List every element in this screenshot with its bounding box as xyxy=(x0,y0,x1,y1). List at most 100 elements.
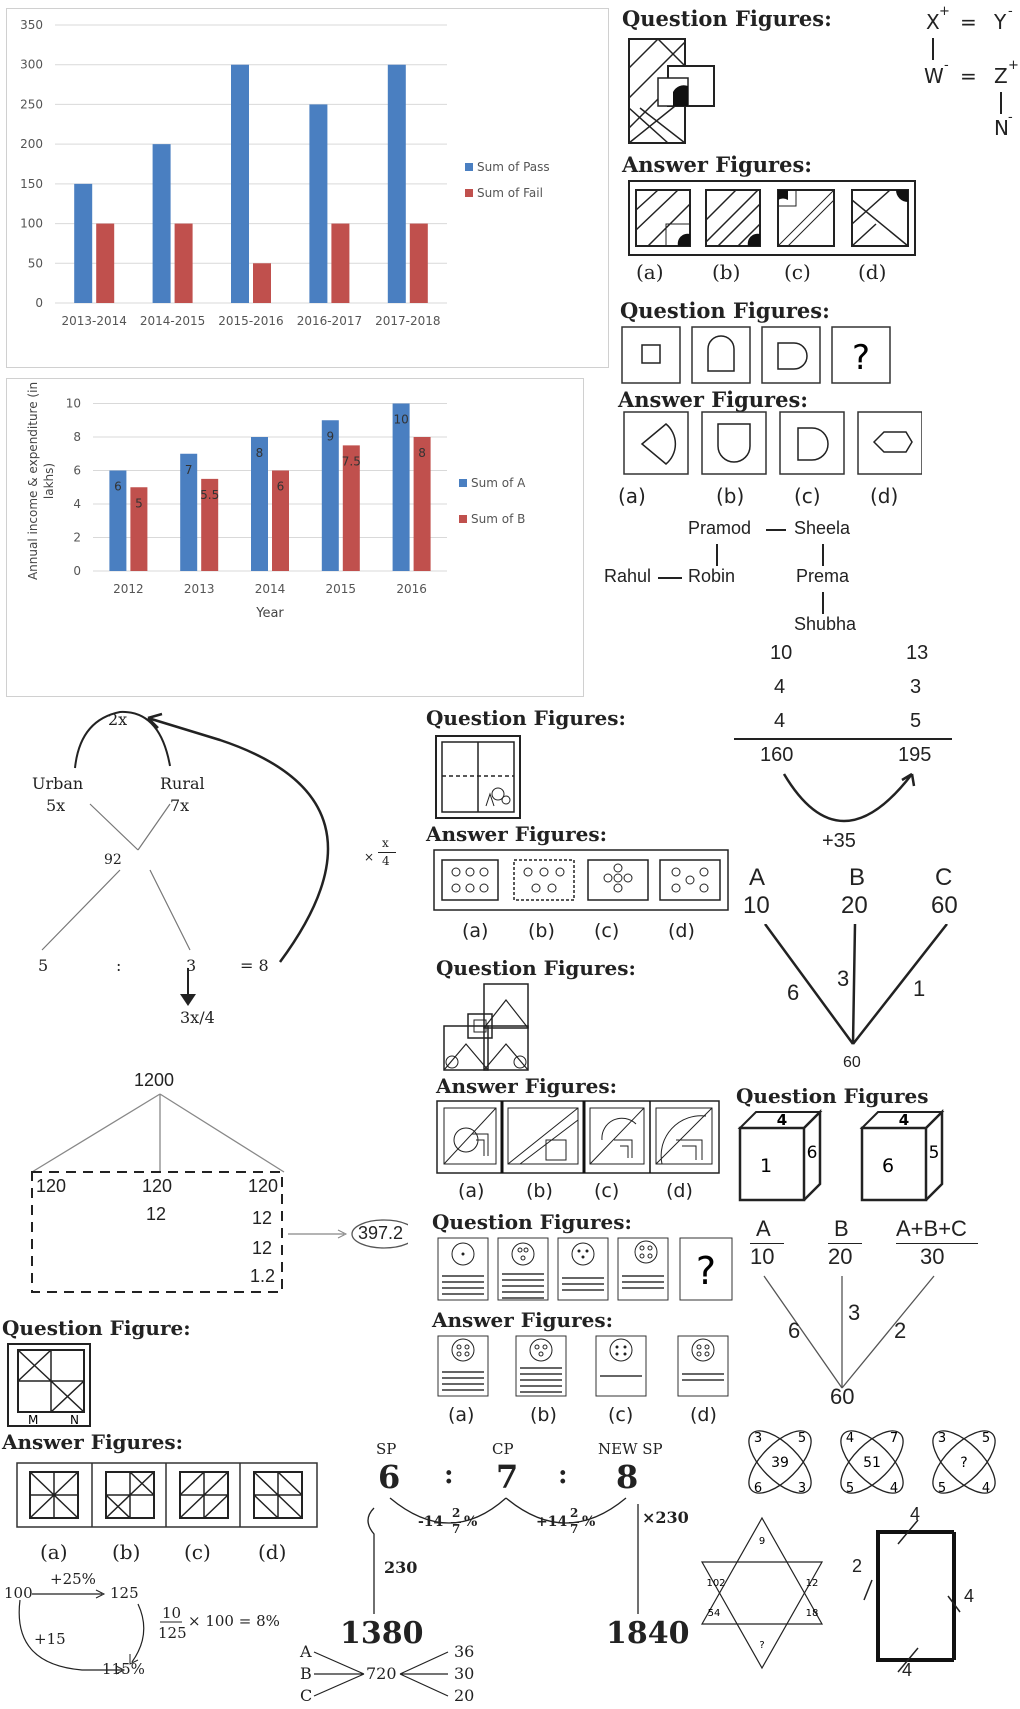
bar-sum-of-pass xyxy=(309,104,328,303)
petal-right-value: 5 xyxy=(798,1431,806,1446)
answer-4c xyxy=(589,1107,645,1165)
bar-sum-of-fail xyxy=(253,263,271,303)
af5-c xyxy=(595,1335,647,1397)
abc-720-diagram: A B C 720 36 30 20 xyxy=(300,1642,475,1705)
answer-figures-heading-1: Answer Figures: xyxy=(622,152,813,177)
cube-2-side-face: 5 xyxy=(929,1143,940,1163)
bar-sum-of-a xyxy=(321,420,339,571)
star-top-value: 9 xyxy=(759,1536,765,1547)
y-tick-label: 300 xyxy=(20,58,43,72)
data-label: 5.5 xyxy=(200,488,219,502)
legend-label: Sum of Pass xyxy=(477,160,550,174)
x-tick-label: 2013-2014 xyxy=(61,314,126,328)
option-c-3: (c) xyxy=(594,920,620,942)
option-d-1: (d) xyxy=(858,260,887,284)
percent-change-diagram: 100 +25% 125 +15 115% 10 125 × 100 = 8% xyxy=(4,1570,280,1678)
cube-2-front-face: 6 xyxy=(882,1155,894,1177)
data-label: 8 xyxy=(418,446,426,460)
data-label: 6 xyxy=(277,480,285,494)
answer-figures-1 xyxy=(628,180,916,256)
y-tick-label: 10 xyxy=(66,397,81,411)
abc-sum-tree: A 10 B 20 A+B+C 30 6 3 2 60 xyxy=(744,1216,984,1409)
bar-sum-of-fail xyxy=(96,223,115,303)
bar-sum-of-b xyxy=(342,445,360,571)
option-a-4: (a) xyxy=(458,1180,485,1202)
option-b-2: (b) xyxy=(716,484,745,508)
data-label: 7 xyxy=(185,463,193,477)
petal-top-value: 3 xyxy=(754,1431,762,1446)
star-figure: 9 102 12 54 18 ? xyxy=(700,1516,824,1670)
data-label: 6 xyxy=(114,480,122,494)
answer-3a xyxy=(441,859,499,901)
af6-a xyxy=(29,1471,79,1519)
option-a-5: (a) xyxy=(448,1404,475,1426)
x-tick-label: 2017-2018 xyxy=(375,314,440,328)
option-b-4: (b) xyxy=(526,1180,553,1202)
answer-4d xyxy=(655,1107,713,1165)
question-mark-5: ? xyxy=(696,1249,716,1293)
bar-sum-of-fail xyxy=(331,223,350,303)
star-bottom-value: ? xyxy=(759,1640,764,1651)
star-lower-left-value: 54 xyxy=(708,1608,721,1619)
option-b-3: (b) xyxy=(528,920,555,942)
legend-label: Sum of Fail xyxy=(477,186,543,200)
y-tick-label: 100 xyxy=(20,217,43,231)
petal-left-value: 5 xyxy=(938,1481,946,1496)
petal-bottom-value: 3 xyxy=(798,1481,806,1496)
question-figures-heading-1: Question Figures: xyxy=(622,6,832,31)
bar-sum-of-pass xyxy=(387,64,406,303)
option-b-5: (b) xyxy=(530,1404,557,1426)
option-d-5: (d) xyxy=(690,1404,717,1426)
urban-rural-diagram: 2x Urban 5x Rural 7x 92 5 : 3 = 8 × x 4 … xyxy=(20,700,420,1040)
bar-sum-of-a xyxy=(251,437,268,571)
cube-1 xyxy=(737,1108,823,1202)
option-b-1: (b) xyxy=(712,260,741,284)
bar-sum-of-fail xyxy=(174,223,193,303)
option-c-6: (c) xyxy=(184,1540,211,1564)
answer-3d xyxy=(659,859,721,901)
cube-1-side-face: 6 xyxy=(807,1143,818,1163)
af5-d xyxy=(677,1335,729,1397)
petal-center-value: 39 xyxy=(771,1455,789,1471)
direction-coding: X+ = Y- W- = Z+ N- xyxy=(924,4,1019,140)
petal-top-value: 3 xyxy=(938,1431,946,1446)
question-figures-heading-5: Question Figures: xyxy=(432,1210,632,1234)
data-label: 8 xyxy=(256,446,264,460)
question-figure-6: M N xyxy=(7,1343,91,1427)
income-expenditure-bar-chart: 02468101265201275.5201386201497.52015108… xyxy=(26,363,526,621)
legend-label: Sum of A xyxy=(471,476,526,490)
legend-label: Sum of B xyxy=(471,512,525,526)
label-n: N xyxy=(70,1413,79,1427)
plus-35-arrow xyxy=(782,772,916,823)
y-tick-label: 8 xyxy=(73,430,81,444)
x-tick-label: 2016-2017 xyxy=(297,314,362,328)
abc-weight-tree: A B C 10 20 60 6 3 1 60 xyxy=(743,864,958,1071)
y-tick-label: 4 xyxy=(73,497,81,511)
answer-1a xyxy=(635,189,691,247)
legend-swatch xyxy=(459,515,467,523)
label-m: M xyxy=(28,1413,38,1427)
answer-figures-heading-5: Answer Figures: xyxy=(432,1308,613,1332)
y-tick-label: 0 xyxy=(35,296,43,310)
question-figure-1 xyxy=(628,38,715,144)
option-d-3: (d) xyxy=(668,920,695,942)
bar-sum-of-fail xyxy=(409,223,428,303)
x-axis-title: Year xyxy=(255,606,284,621)
y-tick-label: 50 xyxy=(28,256,43,270)
bar-sum-of-pass xyxy=(152,144,171,303)
af6-c xyxy=(179,1471,229,1519)
bar-sum-of-b xyxy=(272,470,289,571)
qf5-1 xyxy=(437,1237,489,1301)
answer-figures-6 xyxy=(16,1462,318,1528)
petal-center-value: ? xyxy=(960,1455,967,1471)
answer-figures-heading-3: Answer Figures: xyxy=(426,822,607,846)
option-c-1: (c) xyxy=(784,260,811,284)
data-label: 5 xyxy=(135,496,143,510)
petal-center-value: 51 xyxy=(863,1455,881,1471)
cube-2-top-face: 4 xyxy=(899,1111,909,1129)
y-tick-label: 150 xyxy=(20,177,43,191)
